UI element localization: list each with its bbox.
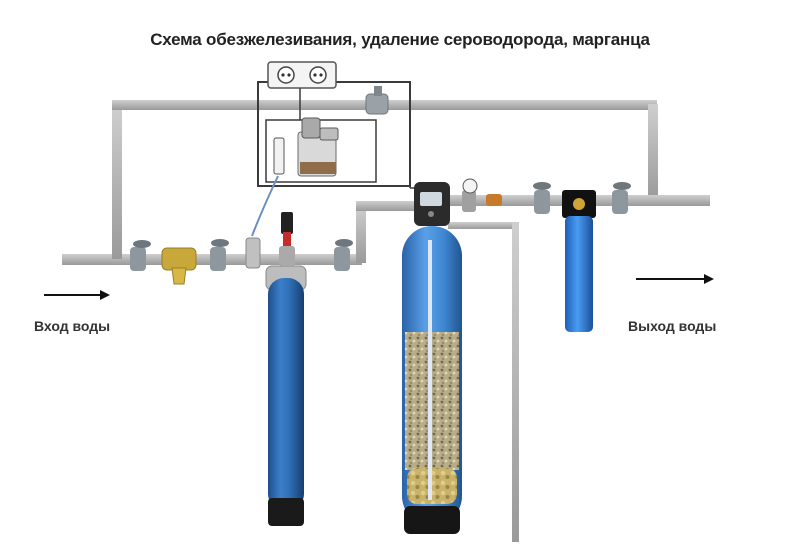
bypass-pipe-right-riser [648, 104, 658, 200]
valve-icon [130, 240, 151, 271]
riser-pipe [356, 205, 366, 263]
gauge-icon [462, 178, 502, 212]
valve-icon [533, 182, 551, 214]
pump-icon [297, 117, 339, 177]
arrow-right-icon [44, 290, 110, 300]
flow-sensor [273, 137, 285, 175]
diagram-title: Схема обезжелезивания, удаление сероводо… [150, 30, 650, 49]
check-valve [365, 86, 389, 115]
main-filter-tank [402, 182, 462, 534]
valve-icon [334, 239, 353, 271]
socket-icon [309, 66, 327, 84]
injection-tube [251, 175, 279, 237]
valve-icon [210, 239, 229, 271]
drain-pipe-v [512, 222, 519, 542]
cartridge-filter [562, 190, 596, 332]
control-unit [251, 61, 430, 237]
pipe-network [62, 100, 710, 542]
drain-pipe-h [448, 222, 518, 229]
water-inlet-label: Вход воды [34, 318, 111, 334]
arrow-right-icon [636, 274, 714, 284]
riser-tube [428, 240, 432, 500]
socket-icon [277, 66, 295, 84]
bypass-pipe-left-riser [112, 104, 122, 259]
upper-pipe [356, 201, 426, 211]
aeration-tank [265, 212, 307, 526]
strainer-icon [161, 247, 197, 285]
valve-icon [612, 182, 631, 214]
water-outlet-label: Выход воды [628, 318, 717, 334]
injector-tee [245, 237, 261, 269]
